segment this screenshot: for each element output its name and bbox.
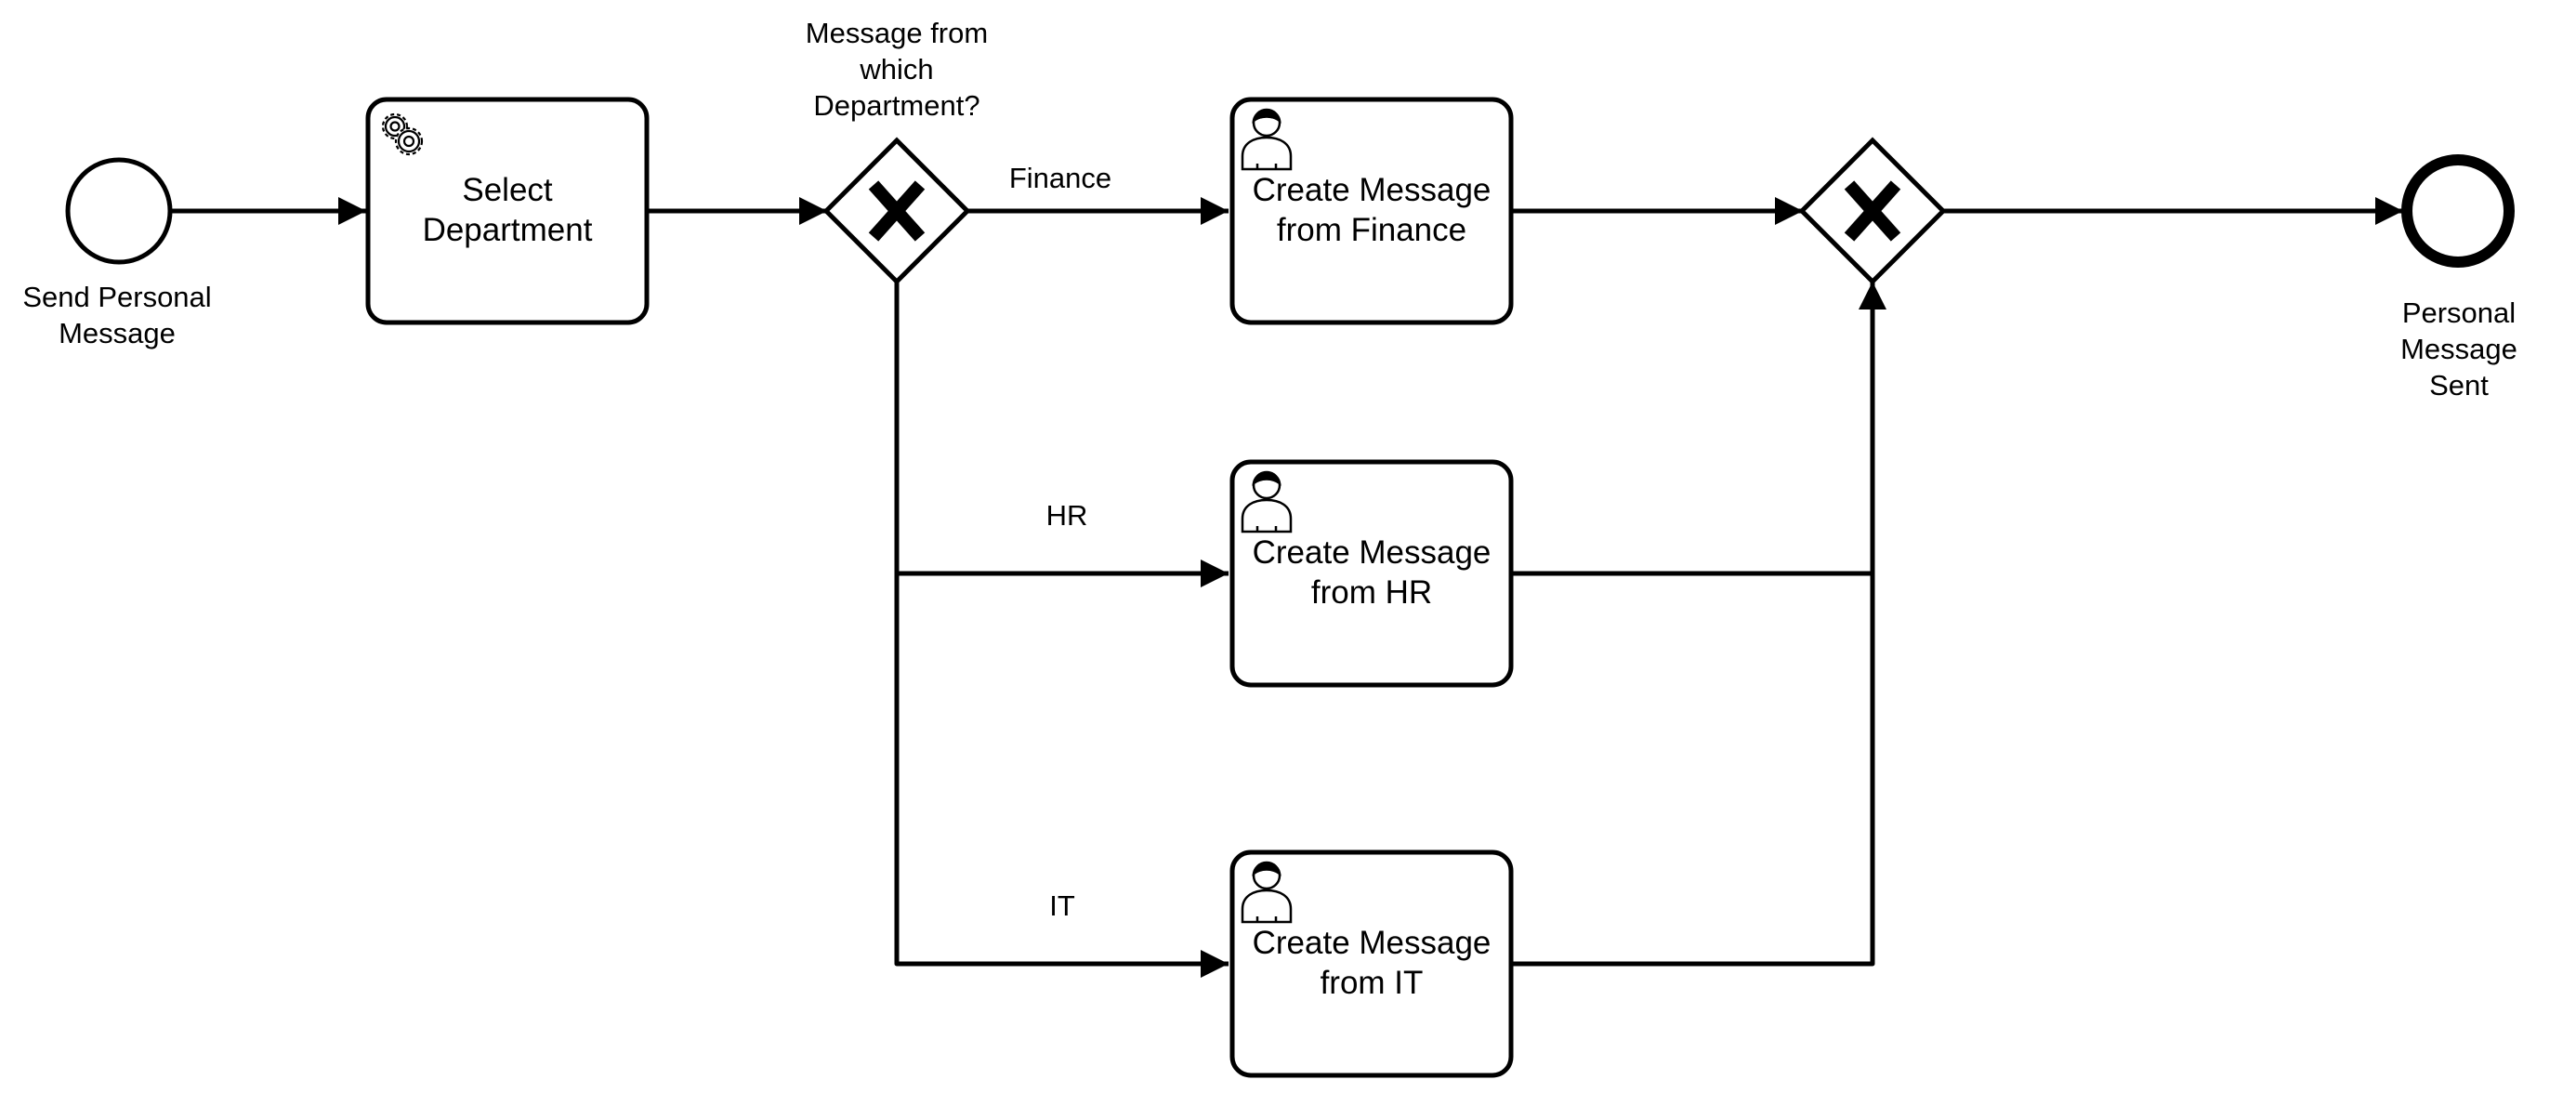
task-create-message-hr[interactable] xyxy=(1229,459,1514,688)
gateway-split-x-icon xyxy=(868,180,926,242)
flow-finance-label: Finance xyxy=(1008,162,1112,194)
end-event[interactable] xyxy=(2401,154,2515,268)
user-icon xyxy=(1241,861,1293,924)
gateway-split-label: Message from which Department? xyxy=(805,17,989,122)
user-icon xyxy=(1241,108,1293,171)
flow-it-to-join[interactable] xyxy=(1511,573,1875,967)
gateway-split[interactable] xyxy=(822,137,971,285)
task-create-message-finance[interactable] xyxy=(1229,97,1514,325)
task-create-message-it[interactable] xyxy=(1229,849,1514,1078)
start-event[interactable] xyxy=(65,157,173,265)
task-it-label: Create Message from IT xyxy=(1252,925,1492,1001)
gear-icon xyxy=(381,112,424,156)
flow-hr-label: HR xyxy=(1045,499,1088,532)
start-event-label: Send Personal Message xyxy=(22,281,212,349)
flow-hr-to-join[interactable] xyxy=(1511,282,1886,576)
gateway-join[interactable] xyxy=(1798,137,1947,285)
flow-it[interactable] xyxy=(894,573,1229,978)
task-hr-label: Create Message from HR xyxy=(1252,534,1492,611)
task-select-department-label: Select Department xyxy=(422,172,593,248)
task-finance-label: Create Message from Finance xyxy=(1252,172,1492,248)
task-select-department[interactable] xyxy=(365,97,650,325)
gateway-join-x-icon xyxy=(1844,180,1901,242)
flow-it-label: IT xyxy=(1049,889,1075,922)
user-icon xyxy=(1241,470,1293,533)
end-event-label: Personal Message Sent xyxy=(2400,296,2517,402)
